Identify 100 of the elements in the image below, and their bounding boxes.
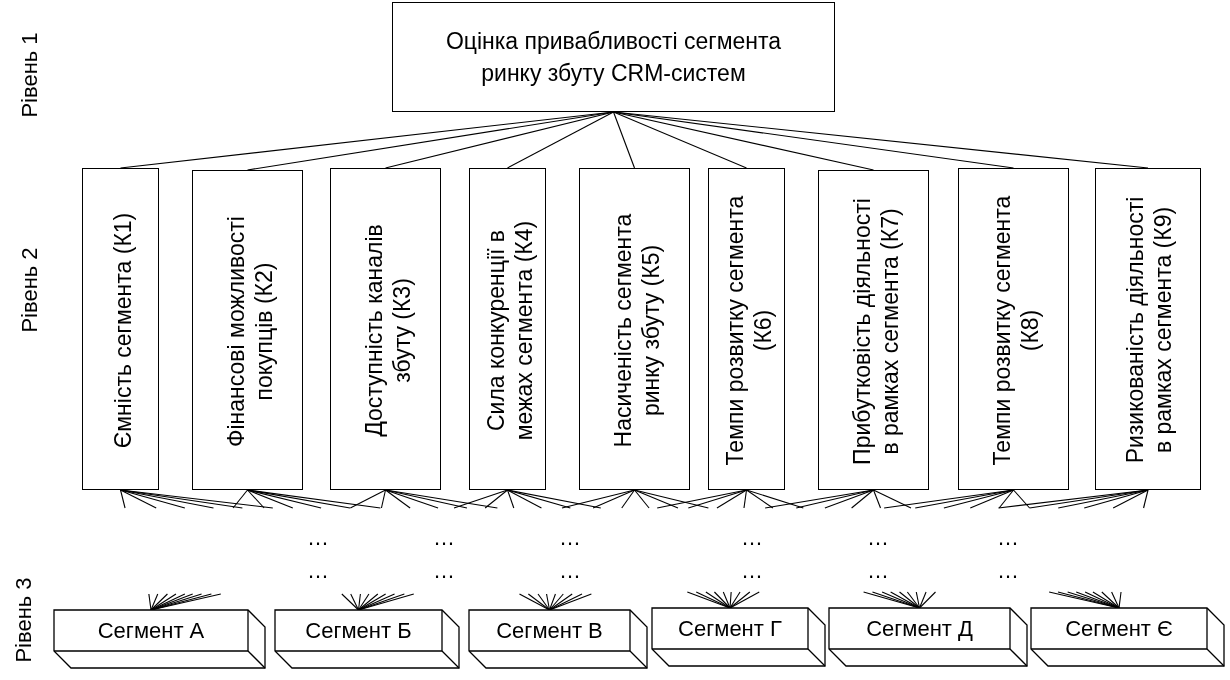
connector-line [150,593,177,611]
connector-line [548,593,564,611]
connector-line [537,593,551,611]
criterion-label: Ємність сегмента (К1) [107,211,136,450]
connector-line [729,591,760,609]
connector-line [716,489,748,509]
connector-line [357,593,379,611]
connector-line [633,489,679,509]
level-label: Рівень 3 [13,577,35,663]
connector-line [915,591,921,609]
ellipsis-label: … [741,560,763,582]
connector-line [357,593,361,611]
connector-line [1083,489,1149,509]
connector-line [506,489,515,509]
connector-line [729,591,732,609]
connector-line [506,111,615,169]
connector-line [380,489,387,509]
criterion-box [330,168,441,490]
connector-line [119,489,157,509]
segment-label: Сегмент А [97,619,205,642]
ellipsis-label: … [433,527,455,549]
criterion-box [469,168,546,490]
connector-line [918,591,937,609]
connector-line [1112,489,1149,509]
connector-line [150,593,168,611]
segment-label: Сегмент Б [305,619,412,642]
criterion-box [708,168,785,490]
criterion-label: Прибутковість діяльності в рамках сегмента (К7) [846,196,903,467]
connector-line [1111,591,1120,609]
ellipsis-label: … [741,527,763,549]
connector-line [745,489,774,509]
criterion-box [818,170,929,490]
criterion-box [579,168,690,490]
criterion-label: Фінансові можливості покупців (К2) [220,214,277,449]
connector-line [851,489,875,509]
connector-line [232,489,249,509]
criterion-box [1095,168,1201,490]
connector-line [633,489,650,509]
connector-line [484,489,509,509]
connector-line [506,489,542,509]
connector-line [548,593,573,611]
criterion-label: Насиченість сегмента ринку збуту (К5) [607,212,664,449]
connector-line [148,593,152,611]
ellipsis-label: … [559,560,581,582]
connector-line [1101,591,1120,609]
connector-line [548,593,556,611]
connector-line [743,489,748,509]
criterion-label: Ризикованість діяльності в рамках сегмента (К9) [1121,195,1177,466]
connector-line [729,591,741,609]
goal-box [392,2,835,112]
connector-line [713,591,731,609]
connector-line [612,111,636,169]
criterion-box [192,170,303,490]
connector-line [546,593,551,611]
connector-line [969,489,1015,509]
connector-line [906,591,921,609]
connector-line [357,593,370,611]
connector-line [350,593,360,611]
connector-line [872,489,912,509]
criterion-label: Сила конкуренції в межах сегмента (К4) [480,219,537,442]
connector-line [918,591,927,609]
level-label: Рівень 2 [19,247,41,333]
ellipsis-label: … [867,560,889,582]
criterion-box [958,168,1069,490]
segment-label: Сегмент Є [1065,617,1173,640]
connector-line [592,489,636,509]
connector-line [722,591,731,609]
connector-line [384,489,411,509]
level-label: Рівень 1 [19,32,41,118]
connector-line [119,489,126,509]
connector-line [705,591,731,609]
connector-line [150,593,159,611]
segment-label: Сегмент Д [866,617,973,640]
criterion-label: Доступність каналів збуту (К3) [358,222,415,439]
connector-line [729,591,751,609]
criterion-box [82,168,159,490]
ellipsis-label: … [997,527,1019,549]
connector-line [341,593,360,611]
ellipsis-label: … [997,560,1019,582]
connector-line [1143,489,1149,509]
connector-line [998,489,1015,509]
goal-label: Оцінка привабливості сегмента ринку збуту CRM-систем [444,27,783,88]
connector-line [527,593,551,611]
ellipsis-label: … [307,527,329,549]
connector-line [1012,489,1031,509]
segment-label: Сегмент Г [678,617,782,640]
connector-line [899,591,921,609]
criterion-label: Темпи розвитку сегмента (К8) [986,194,1043,467]
ellipsis-label: … [867,527,889,549]
ellipsis-label: … [559,527,581,549]
criterion-label: Темпи розвитку сегмента (К6) [719,194,776,467]
segment-label: Сегмент В [496,619,603,642]
connector-line [621,489,636,509]
connector-line [349,489,387,509]
ellipsis-label: … [307,560,329,582]
connector-line [246,489,265,509]
connector-line [1118,591,1122,609]
connector-line [872,489,882,509]
connector-line [612,111,748,169]
ellipsis-label: … [433,560,455,582]
